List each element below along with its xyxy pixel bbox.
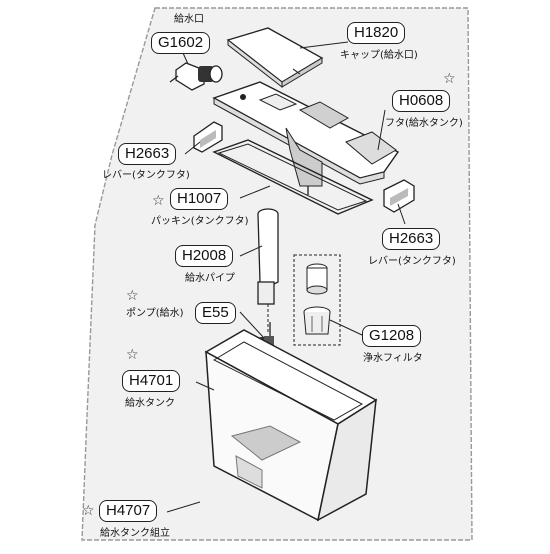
tank-star-icon: ☆ — [126, 347, 139, 363]
inlet-code: G1602 — [151, 32, 211, 54]
leader-line — [166, 501, 201, 513]
inlet-name: 給水口 — [174, 14, 204, 25]
packing-part — [212, 139, 374, 215]
leader-line — [397, 203, 406, 225]
packing-name: パッキン(タンクフタ) — [151, 216, 249, 227]
lid-name: フタ(給水タンク) — [385, 118, 463, 129]
assembly-star-icon: ☆ — [82, 503, 95, 519]
cap-part — [226, 27, 324, 89]
assembly-name: 給水タンク組立 — [100, 528, 170, 539]
filter-code: G1208 — [362, 325, 422, 347]
leader-line — [239, 311, 265, 339]
leader-line — [184, 141, 201, 155]
lever-right-name: レバー(タンクフタ) — [368, 256, 456, 267]
pipe-code: H2008 — [175, 245, 234, 267]
inlet-part — [169, 62, 223, 91]
leader-line — [195, 381, 215, 391]
cap-name: キャップ(給水口) — [340, 50, 418, 61]
filter-part — [293, 254, 341, 346]
lid-code: H0608 — [392, 90, 451, 112]
pump-name: ポンプ(給水) — [126, 308, 184, 319]
pump-star-icon: ☆ — [126, 288, 139, 304]
leader-line — [299, 41, 349, 49]
filter-name: 浄水フィルタ — [363, 353, 423, 364]
lever-right-part — [383, 179, 415, 213]
tank-code: H4701 — [122, 370, 181, 392]
pipe-part — [257, 208, 279, 332]
pipe-name: 給水パイプ — [185, 273, 235, 284]
tank-name: 給水タンク — [125, 398, 175, 409]
packing-star-icon: ☆ — [152, 193, 165, 209]
packing-code: H1007 — [170, 188, 229, 210]
lever-right-code: H2663 — [382, 228, 441, 250]
assembly-code: H4707 — [99, 500, 158, 522]
lid-star-icon: ☆ — [443, 71, 456, 87]
leader-line — [329, 319, 363, 336]
leader-line — [239, 185, 271, 199]
leader-line — [377, 109, 386, 151]
leader-line — [239, 245, 263, 257]
pump-code: E55 — [195, 302, 236, 324]
lever-left-part — [193, 121, 223, 153]
lever-left-code: H2663 — [118, 143, 177, 165]
tank-part — [204, 329, 378, 522]
cap-code: H1820 — [347, 22, 406, 44]
lever-left-name: レバー(タンクフタ) — [102, 170, 190, 181]
